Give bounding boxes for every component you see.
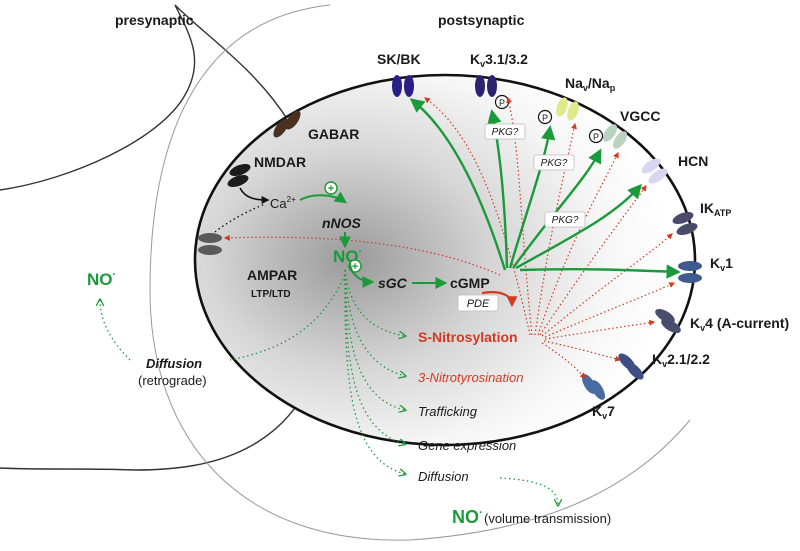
no-to-sgc-arrow: [349, 261, 375, 288]
svg-text:P: P: [499, 98, 505, 108]
svg-text:P: P: [593, 132, 599, 142]
nmdar-receptor: [227, 163, 251, 188]
kv4-label: Kv4 (A-current): [690, 315, 789, 333]
activation-plus-1: +: [324, 181, 338, 195]
nmdar-label: NMDAR: [254, 154, 306, 170]
phospho-marker-kv31: P: [494, 94, 510, 110]
sgc-label: sGC: [378, 275, 408, 291]
pkg-label-1: PKG?: [484, 123, 526, 140]
ampar-label: AMPAR: [247, 267, 297, 283]
cgmp-effector-arrows: [409, 98, 681, 279]
trafficking-label: Trafficking: [418, 404, 478, 419]
kv1-label: Kv1: [710, 255, 733, 273]
svg-text:PKG?: PKG?: [552, 215, 579, 226]
phospho-marker-vgcc: P: [588, 128, 604, 144]
postsynaptic-label: postsynaptic: [438, 12, 525, 28]
kv4-channel: [655, 309, 681, 333]
gabar-receptor: [273, 110, 301, 138]
svg-text:+: +: [352, 261, 358, 273]
calcium-label: Ca2+: [270, 195, 296, 211]
pde-arrow: [481, 291, 518, 308]
sk-bk-channel: [392, 75, 414, 97]
svg-text:P: P: [542, 113, 548, 123]
no-volume-label: NO·: [452, 507, 483, 527]
pkg-label-3: PKG?: [544, 211, 586, 228]
phospho-marker-nav: P: [537, 109, 553, 125]
nmdar-to-calcium-arrow: [239, 187, 270, 204]
kv21-channel: [618, 353, 644, 380]
volume-transmission-label: (volume transmission): [484, 511, 611, 526]
ampar-sublabel: LTP/LTD: [251, 289, 291, 300]
nitrotyrosination-label: 3-Nitrotyrosination: [418, 370, 524, 385]
svg-text:+: +: [328, 183, 334, 195]
cgmp-label: cGMP: [450, 275, 490, 291]
vgcc-label: VGCC: [620, 108, 660, 124]
retrograde-diffusion-sub: (retrograde): [138, 373, 207, 388]
no-presynaptic-label: NO·: [87, 269, 116, 289]
kv31-label: Kv3.1/3.2: [470, 51, 528, 69]
presynaptic-label: presynaptic: [115, 12, 194, 28]
ikatp-channel: [672, 211, 698, 236]
nnos-label: nNOS: [322, 215, 362, 231]
nav-channel: [556, 97, 579, 121]
hcn-channel: [641, 158, 668, 184]
ikatp-label: IKATP: [700, 200, 731, 218]
svg-text:PDE: PDE: [467, 298, 490, 310]
retrograde-diffusion-title: Diffusion: [146, 356, 202, 371]
pde-box: PDE: [457, 294, 499, 312]
hcn-label: HCN: [678, 153, 708, 169]
ampar-nmdar-dotted: [214, 203, 266, 233]
kv21-label: Kv2.1/2.2: [652, 351, 710, 369]
diffusion-label: Diffusion: [418, 469, 469, 484]
gene-expression-label: Gene expression: [418, 438, 516, 453]
no-dotted-pathways: [100, 269, 558, 505]
svg-text:PKG?: PKG?: [492, 127, 519, 138]
sk-bk-label: SK/BK: [377, 51, 421, 67]
postsynaptic-membrane: [193, 73, 697, 447]
svg-text:PKG?: PKG?: [541, 158, 568, 169]
ampar-receptor: [198, 233, 222, 255]
vgcc-channel: [602, 124, 628, 149]
kv7-channel: [582, 374, 605, 400]
postsynaptic-cell-outline: [149, 4, 691, 541]
kv31-channel: [475, 75, 497, 97]
kv1-channel: [678, 261, 702, 283]
s-nitrosylation-label: S-Nitrosylation: [418, 329, 518, 345]
kv7-label: Kv7: [592, 403, 615, 421]
nav-label: Nav/Nap: [565, 75, 616, 93]
gabar-label: GABAR: [308, 126, 359, 142]
calcium-to-nnos-arrow: [299, 191, 347, 204]
pkg-label-2: PKG?: [533, 154, 575, 171]
